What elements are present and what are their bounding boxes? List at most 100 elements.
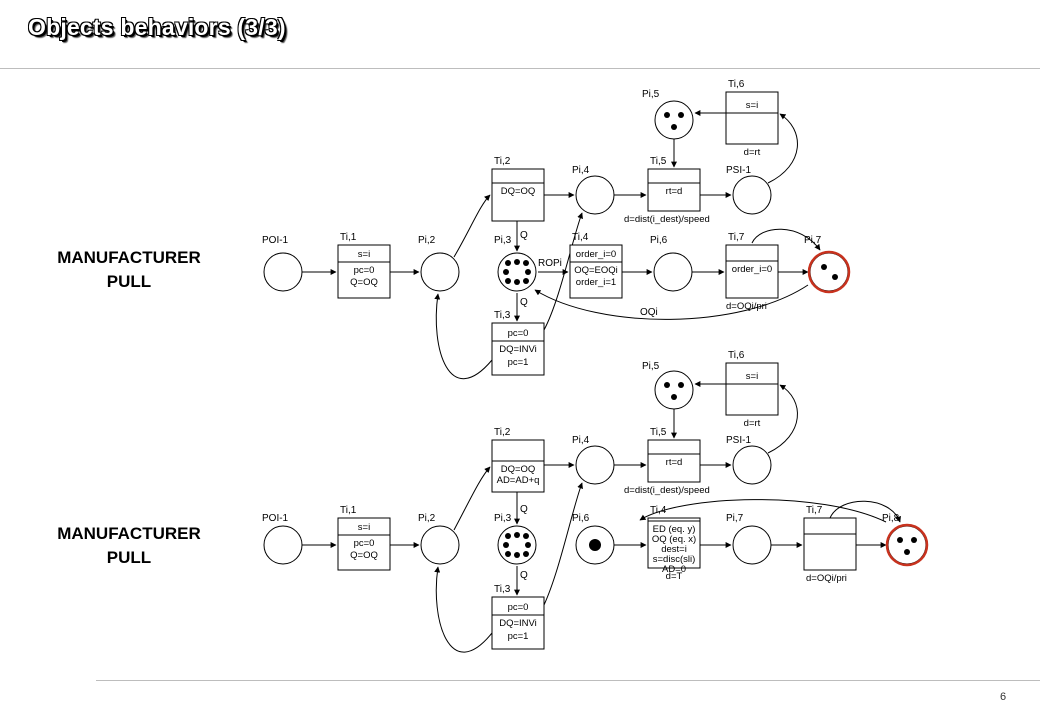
transition-body-text: AD=AD+q <box>497 475 540 486</box>
footer-divider <box>96 680 1040 681</box>
place-label: Pi,4 <box>572 165 590 176</box>
slide-title: Objects behaviors (3/3) <box>28 14 286 40</box>
place-circle <box>575 175 615 215</box>
transition-top-text: pc=0 <box>508 328 529 339</box>
place-psi-1: PSI-1 <box>726 435 772 485</box>
token <box>525 269 531 275</box>
token <box>671 124 677 130</box>
place-label: Pi,3 <box>494 235 512 246</box>
token <box>911 537 917 543</box>
transition-label: Ti,2 <box>494 427 511 438</box>
transition-box <box>725 362 779 416</box>
transition-top-text: s=i <box>358 522 370 533</box>
place-label: PSI-1 <box>726 165 751 176</box>
arc <box>534 284 809 320</box>
transition-body-text: DQ=INVi <box>499 344 537 355</box>
place-pi-7: Pi,7 <box>726 513 772 565</box>
transition-body-text: pc=0 <box>354 538 375 549</box>
transition-label: Ti,7 <box>806 505 823 516</box>
place-pi-7: Pi,7 <box>804 235 851 294</box>
side-label-diagram-1: MANUFACTURER PULL <box>14 246 244 294</box>
token <box>664 382 670 388</box>
transition-box <box>725 244 779 299</box>
arc <box>434 566 493 653</box>
transition-body-text: pc=1 <box>508 631 529 642</box>
token <box>904 549 910 555</box>
side-label-line: PULL <box>106 548 152 567</box>
transition-body-text: DQ=INVi <box>499 618 537 629</box>
arc-label: Q <box>520 230 528 241</box>
transition-body-text: ED (eq. y) <box>653 524 696 535</box>
token <box>897 537 903 543</box>
arc-label: ROPi <box>538 258 562 269</box>
token <box>678 112 684 118</box>
place-pi-2: Pi,2 <box>418 235 460 292</box>
place-pi-5: Pi,5 <box>642 89 694 140</box>
token <box>505 551 511 557</box>
transition-top-text: s=i <box>746 371 758 382</box>
transition-box <box>647 168 701 212</box>
transition-label: Ti,6 <box>728 79 745 90</box>
token <box>589 539 601 551</box>
token <box>523 551 529 557</box>
token <box>503 269 509 275</box>
token <box>505 260 511 266</box>
transition-body-text: s=disc(sli) <box>653 554 696 565</box>
transition-ti-6: Ti,6s=id=rt <box>725 350 779 429</box>
transition-box <box>569 244 623 299</box>
transition-label: Ti,1 <box>340 232 357 243</box>
transition-ti-5: Ti,5rt=dd=dist(i_dest)/speed <box>624 427 710 496</box>
token <box>523 260 529 266</box>
place-pi-3: Pi,3 <box>494 235 537 292</box>
place-pi-4: Pi,4 <box>572 435 615 485</box>
transition-ti-5: Ti,5rt=dd=dist(i_dest)/speed <box>624 156 710 225</box>
arc <box>639 499 887 523</box>
token <box>671 394 677 400</box>
place-poi-1: POI-1 <box>262 513 303 565</box>
place-circle <box>263 252 303 292</box>
transition-top-text: pc=0 <box>508 602 529 613</box>
transition-below-text: d=dist(i_dest)/speed <box>624 214 710 225</box>
place-label: Pi,2 <box>418 235 436 246</box>
token <box>832 274 838 280</box>
side-label-line: PULL <box>106 272 152 291</box>
place-label: Pi,3 <box>494 513 512 524</box>
highlight-ring <box>807 250 851 294</box>
transition-box <box>647 439 701 483</box>
transition-box <box>491 322 545 376</box>
arc-label: Q <box>520 297 528 308</box>
token <box>505 533 511 539</box>
token <box>678 382 684 388</box>
transition-label: Ti,1 <box>340 505 357 516</box>
transition-ti-7: Ti,7d=OQi/pri <box>803 505 857 584</box>
arc-label: Q <box>520 504 528 515</box>
place-pi-4: Pi,4 <box>572 165 615 215</box>
token <box>821 264 827 270</box>
place-label: Pi,4 <box>572 435 590 446</box>
transition-ti-4: Ti,4ED (eq. y)OQ (eq. x)dest=is=disc(sli… <box>647 505 701 582</box>
transition-label: Ti,4 <box>650 505 667 516</box>
arc-label: Q <box>520 570 528 581</box>
place-circle <box>420 252 460 292</box>
transition-body-text: rt=d <box>666 457 683 468</box>
token <box>664 112 670 118</box>
transition-body-text: AD=0 <box>662 564 686 575</box>
arc <box>767 113 798 184</box>
place-circle <box>654 100 694 140</box>
place-circle <box>263 525 303 565</box>
place-label: Pi,5 <box>642 361 660 372</box>
transition-box <box>725 91 779 145</box>
transition-top-text: s=i <box>358 249 370 260</box>
place-poi-1: POI-1 <box>262 235 303 292</box>
transition-box <box>491 596 545 650</box>
transition-body-text: Q=OQ <box>350 277 378 288</box>
side-label-line: MANUFACTURER <box>57 524 201 543</box>
place-label: Pi,7 <box>726 513 744 524</box>
place-pi-3: Pi,3 <box>494 513 537 565</box>
token <box>525 542 531 548</box>
place-pi-2: Pi,2 <box>418 513 460 565</box>
